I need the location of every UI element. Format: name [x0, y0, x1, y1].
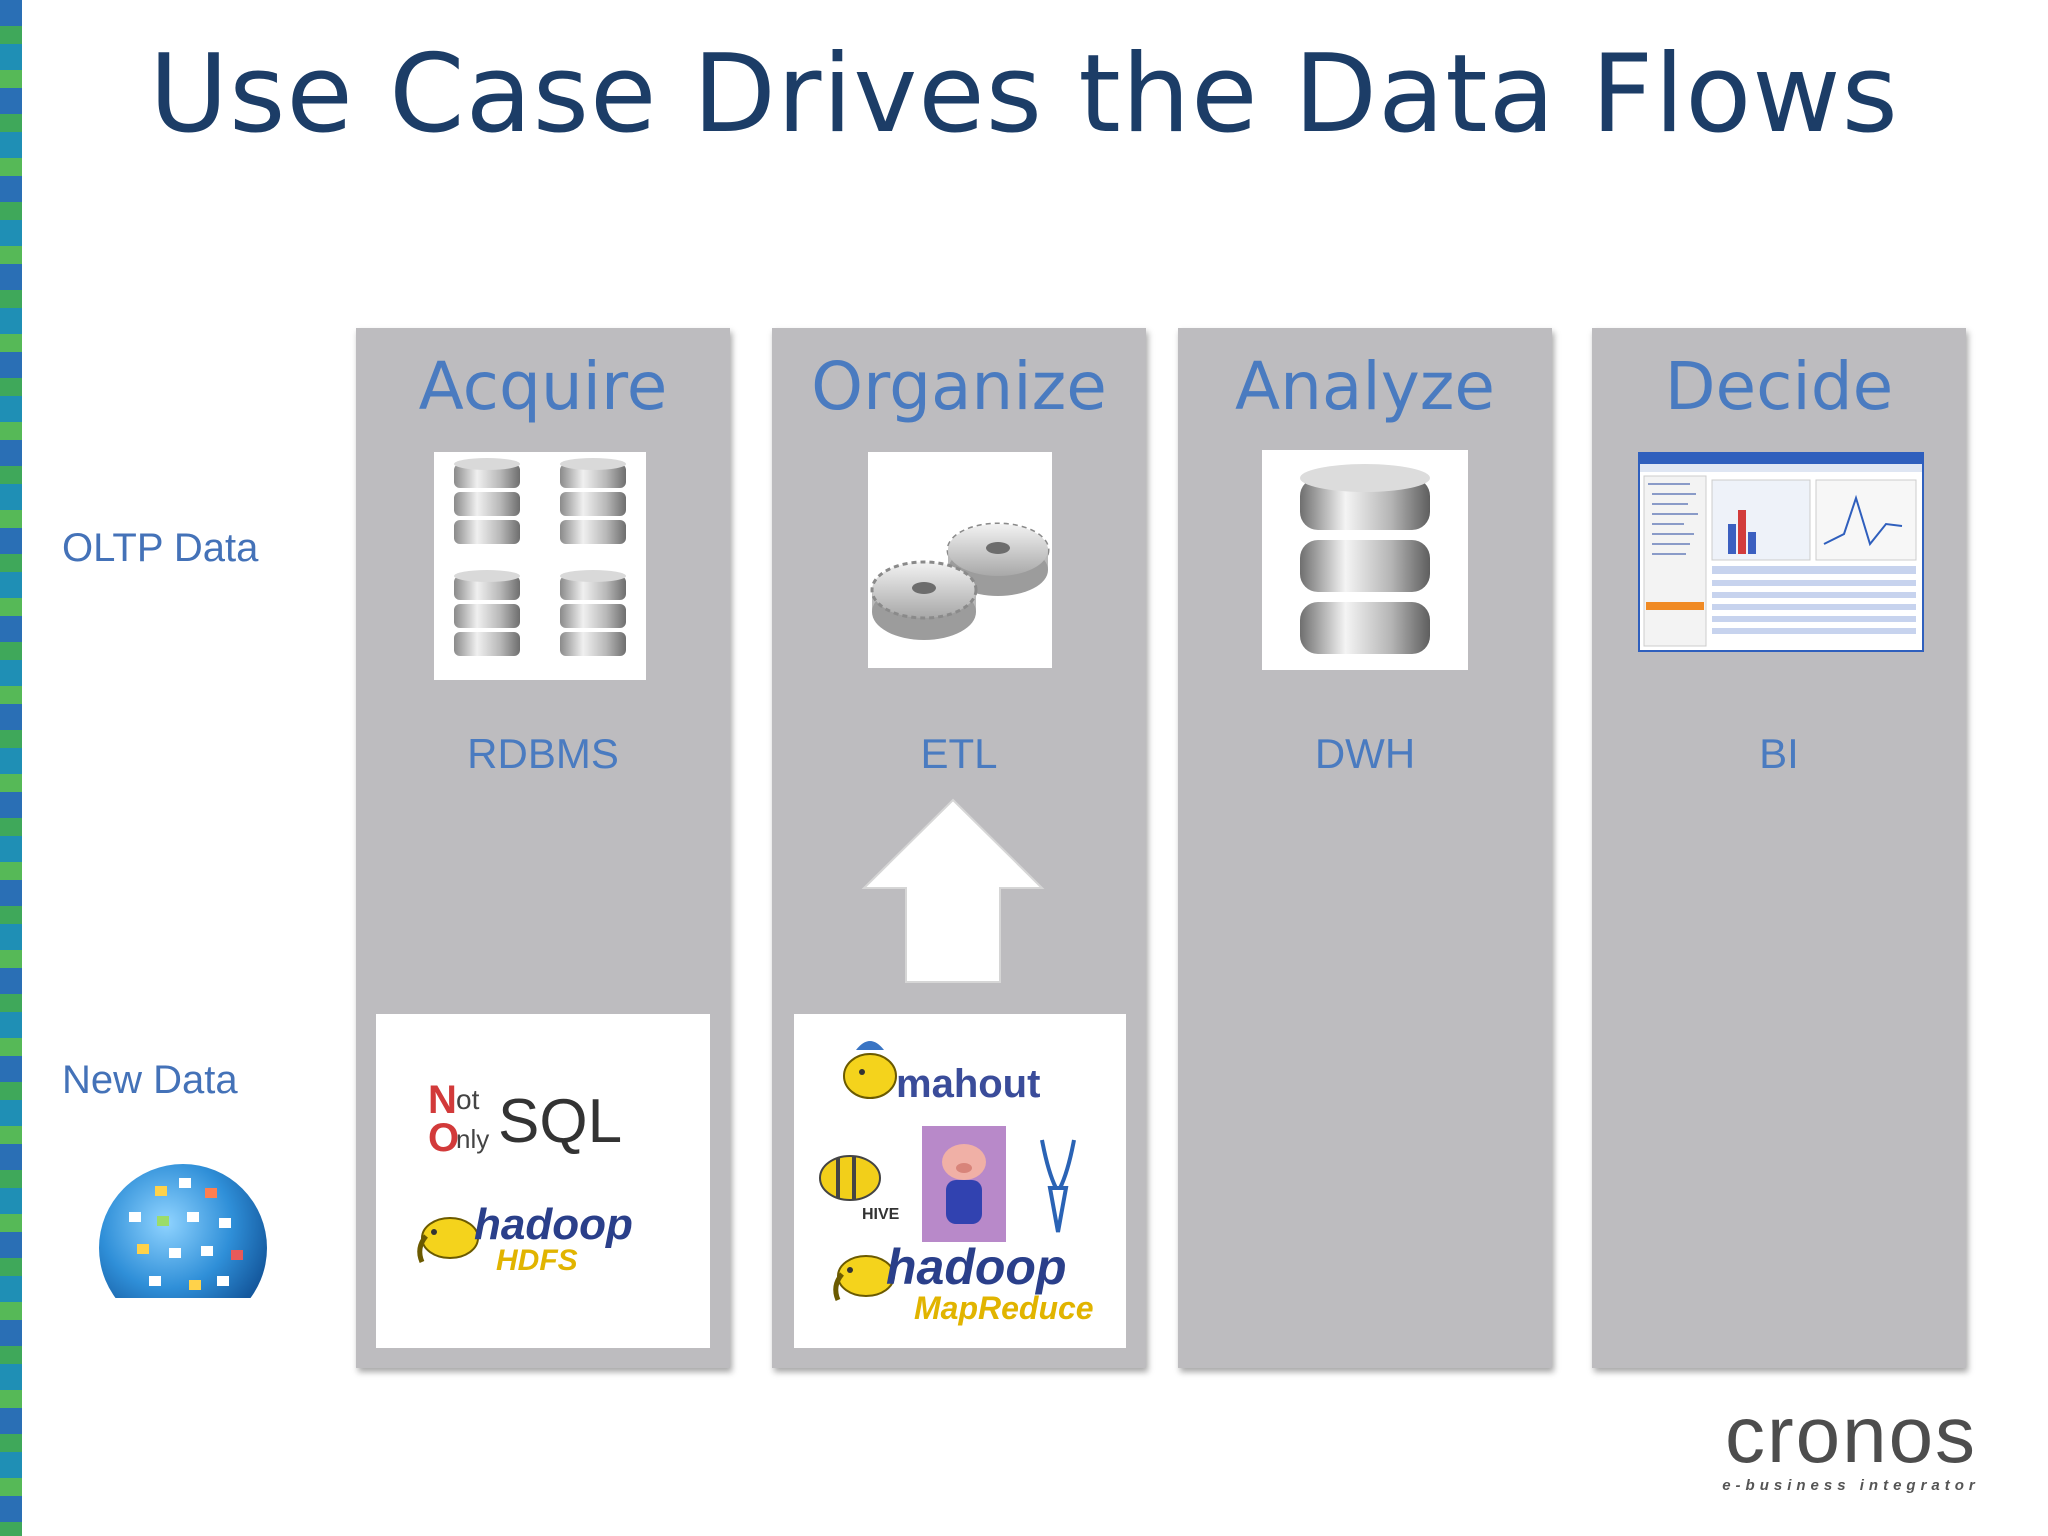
nosql-hdfs-logos: N ot O nly SQL hadoop HDFS: [376, 1014, 710, 1348]
nosql-logo: N ot O nly SQL: [428, 1076, 648, 1166]
hadoop-ecosystem-logos: mahout HIVE hadoop: [794, 1014, 1126, 1348]
mahout-logo: mahout: [838, 1028, 1058, 1118]
row-label-new-data: New Data: [62, 1058, 238, 1102]
pig-logo-icon: [922, 1126, 1006, 1242]
cronos-tagline: e-business integrator: [1722, 1477, 1980, 1494]
bi-dashboard-screenshot: [1638, 452, 1924, 652]
cronos-logo: cronos e-business integrator: [1706, 1390, 1996, 1495]
column-label: BI: [1759, 730, 1799, 777]
nosql-sql: SQL: [498, 1087, 623, 1156]
mahout-text: mahout: [896, 1062, 1041, 1106]
column-organize: Organize ETL: [772, 328, 1146, 1368]
column-heading: Acquire: [418, 348, 668, 425]
nosql-o: O: [428, 1116, 460, 1160]
globe-apps-icon: [97, 1162, 269, 1298]
row-label-oltp: OLTP Data: [62, 526, 259, 570]
antelope-logo-icon: [1040, 1139, 1076, 1233]
column-heading: Decide: [1664, 348, 1894, 425]
nosql-nly: nly: [456, 1124, 490, 1154]
hdfs-sub-text: HDFS: [496, 1244, 578, 1277]
slide-title: Use Case Drives the Data Flows: [149, 32, 1899, 157]
column-label: ETL: [920, 730, 998, 777]
hadoop-mapreduce-logo: hadoop MapReduce: [828, 1239, 1118, 1342]
hive-bee-icon: [819, 1155, 881, 1201]
column-heading: Analyze: [1234, 348, 1496, 425]
arrow-up-icon: [861, 798, 1045, 983]
decorative-left-stripe: [0, 0, 22, 1536]
hive-text: HIVE: [862, 1206, 900, 1223]
column-heading: Organize: [811, 348, 1107, 425]
database-icon: [1262, 450, 1468, 670]
nosql-ot: ot: [456, 1084, 480, 1115]
hadoop-elephant-icon: [833, 1255, 895, 1301]
hdfs-hadoop-text: hadoop: [474, 1200, 633, 1249]
column-label: DWH: [1314, 730, 1416, 777]
cronos-logo-word: cronos: [1724, 1390, 1978, 1479]
mapreduce-sub-text: MapReduce: [914, 1290, 1094, 1326]
mahout-elephant-icon: [843, 1041, 897, 1099]
column-acquire: Acquire: [356, 328, 730, 1368]
hadoop-hdfs-logo: hadoop HDFS: [412, 1200, 672, 1290]
nosql-n: N: [428, 1078, 457, 1122]
mapreduce-hadoop-text: hadoop: [886, 1239, 1067, 1295]
hive-logo: HIVE: [810, 1144, 900, 1234]
hadoop-elephant-icon: [417, 1217, 479, 1263]
column-decide: Decide: [1592, 328, 1966, 1368]
column-label: RDBMS: [467, 730, 619, 777]
database-cluster-icon: [434, 452, 646, 680]
column-analyze: Analyze DWH: [1178, 328, 1552, 1368]
gears-icon: [868, 452, 1052, 668]
